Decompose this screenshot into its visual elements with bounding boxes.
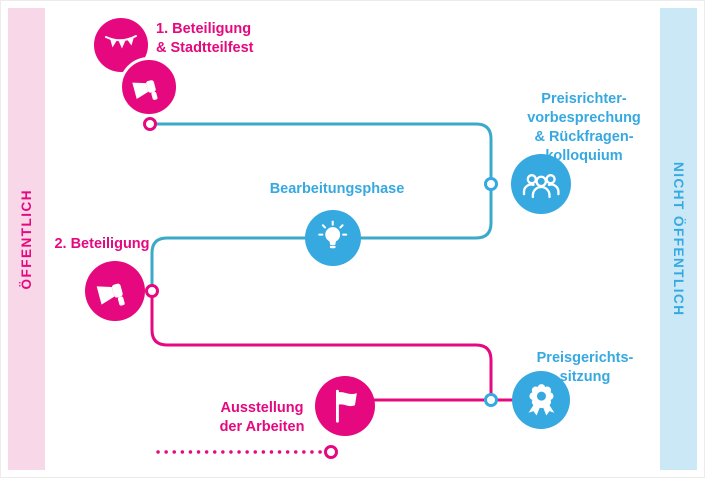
ausstellung-label: Ausstellung der Arbeiten bbox=[219, 400, 305, 435]
flow-line-beteiligung2-to-preisgericht bbox=[150, 291, 493, 400]
preisrichter-label: Preisrichter- vorbesprechung & Rückfrage… bbox=[527, 91, 641, 164]
non-public-band: NICHT ÖFFENTLICH bbox=[660, 8, 697, 470]
connector-dot-4 bbox=[484, 393, 498, 407]
ausstellung-node bbox=[315, 376, 375, 436]
connector-dot-3 bbox=[145, 284, 159, 298]
beteiligung1-label: 1. Beteiligung & Stadtteilfest bbox=[156, 21, 254, 56]
non-public-band-label: NICHT ÖFFENTLICH bbox=[671, 161, 686, 317]
preisgericht-node bbox=[512, 371, 570, 429]
flag-icon bbox=[335, 389, 357, 423]
award-rosette-icon bbox=[528, 383, 554, 416]
bearbeitungsphase-label: Bearbeitungsphase bbox=[269, 181, 405, 197]
preisgericht-label: Preisgerichts- sitzung bbox=[536, 350, 634, 385]
bunting-icon bbox=[105, 35, 137, 49]
beteiligung1-node bbox=[119, 57, 179, 117]
megaphone-icon bbox=[132, 80, 158, 100]
beteiligung2-node bbox=[85, 261, 145, 321]
committee-icon bbox=[522, 173, 560, 198]
beteiligung2-label: 2. Beteiligung bbox=[54, 236, 150, 252]
megaphone-icon bbox=[96, 283, 125, 306]
connector-dot-5 bbox=[324, 445, 338, 459]
bearbeitungsphase-node bbox=[305, 210, 361, 266]
flow-line-phase1-to-preisrichter bbox=[150, 122, 493, 184]
lightbulb-icon bbox=[318, 220, 348, 249]
connector-dot-1 bbox=[143, 117, 157, 131]
connector-dot-2 bbox=[484, 177, 498, 191]
public-band: ÖFFENTLICH bbox=[8, 8, 45, 470]
preisrichter-node bbox=[511, 154, 571, 214]
